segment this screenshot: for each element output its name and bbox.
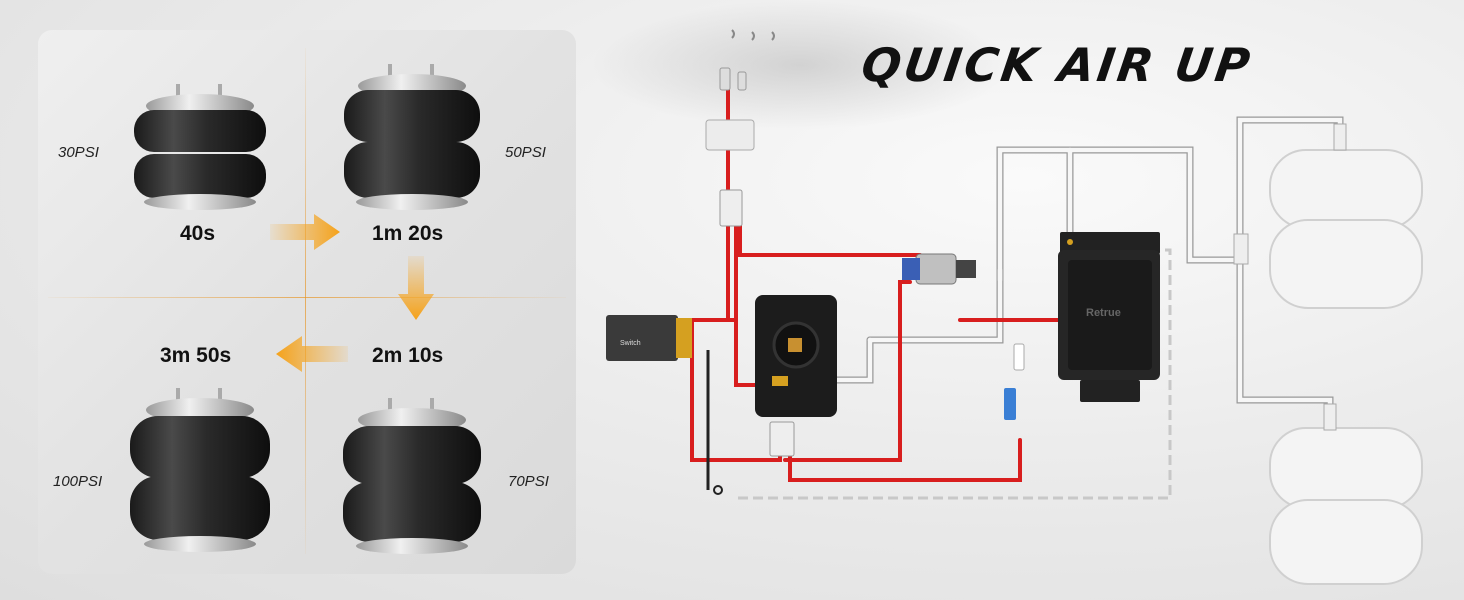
arrow-left-icon	[276, 336, 348, 372]
arrow-right-icon	[270, 214, 340, 250]
air-bag-70psi	[343, 398, 481, 554]
background-smudge	[590, 0, 1010, 130]
air-bag-30psi	[134, 84, 266, 210]
tee-fitting	[1233, 233, 1249, 265]
inflation-time-panel	[38, 30, 576, 574]
compressor-brand: Retrue	[1086, 307, 1121, 319]
bag-fitting-front	[1333, 123, 1347, 151]
psi-label-100: 100PSI	[53, 473, 103, 490]
switch-relay	[606, 315, 678, 361]
arrow-down-icon	[398, 256, 434, 320]
air-bag-rear	[1269, 427, 1423, 585]
butt-connector	[1013, 343, 1025, 371]
blue-connector	[1004, 388, 1016, 420]
air-bag-100psi	[130, 388, 270, 552]
pressure-valve	[902, 253, 976, 285]
terminal-clips	[719, 29, 775, 91]
time-label-40s: 40s	[180, 222, 216, 245]
air-bag-50psi	[344, 64, 480, 210]
compressor: Retrue	[1058, 232, 1160, 402]
time-label-2m10s: 2m 10s	[372, 344, 444, 367]
panel-divider-vertical	[305, 48, 306, 554]
time-label-1m20s: 1m 20s	[372, 222, 444, 245]
air-bag-front	[1269, 149, 1423, 309]
switch-text: Switch	[620, 340, 641, 347]
wiring-diagram: Switch Retrue	[606, 29, 1423, 585]
bag-fitting-rear	[1323, 403, 1337, 431]
connector-block	[719, 189, 743, 227]
time-label-3m50s: 3m 50s	[160, 344, 232, 367]
red-wires	[690, 88, 1062, 482]
psi-label-70: 70PSI	[508, 473, 549, 490]
psi-label-50: 50PSI	[505, 144, 546, 161]
panel-divider-horizontal	[48, 297, 566, 298]
fuse-holder	[705, 119, 755, 151]
psi-label-30: 30PSI	[58, 144, 99, 161]
